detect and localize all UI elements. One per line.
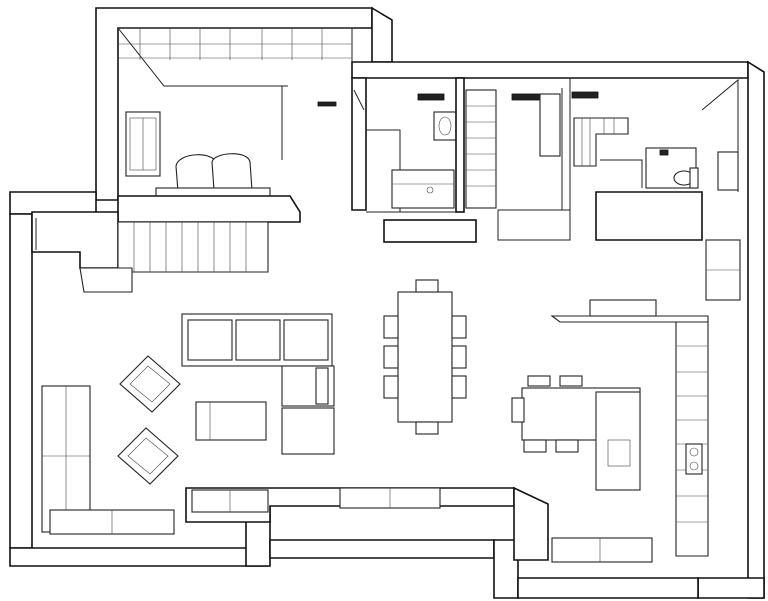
- stair-hall: [569, 78, 739, 241]
- window-icon: [49, 509, 175, 535]
- kitchen: [511, 239, 741, 557]
- window-icon: [551, 537, 653, 563]
- window-icon: [339, 487, 441, 509]
- bed-icon: [155, 153, 271, 203]
- toilet-icon: [673, 167, 699, 189]
- living-room: [41, 313, 653, 563]
- wc: [645, 147, 739, 191]
- kitchen-island-icon: [511, 375, 641, 491]
- armchair-icon: [117, 427, 179, 485]
- window-icon: [125, 111, 161, 177]
- window-icon: [191, 489, 269, 513]
- exterior-walls: [9, 6, 765, 599]
- shower-icon: [391, 169, 455, 209]
- dining-table-icon: [383, 279, 467, 435]
- dining-area: [383, 279, 467, 435]
- sink-icon: [685, 443, 703, 475]
- staircase-icon: [31, 211, 269, 293]
- coffee-table: [195, 401, 267, 441]
- closet: [455, 77, 571, 241]
- sofa-icon: [181, 313, 335, 455]
- bedroom-loft: [117, 27, 353, 223]
- window-icon: [41, 385, 91, 533]
- armchair-icon: [119, 355, 181, 413]
- sink-icon: [433, 111, 457, 141]
